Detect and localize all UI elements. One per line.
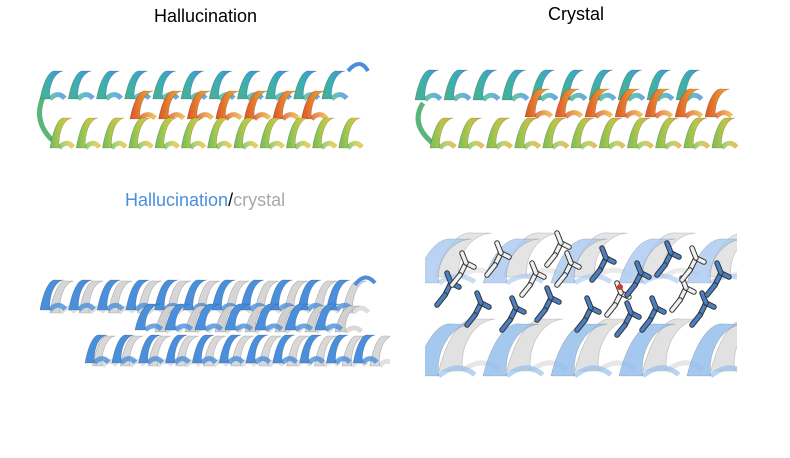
side-chain [464, 290, 492, 328]
side-chain [679, 245, 707, 283]
sidechain-closeup [425, 225, 737, 385]
side-chain [614, 300, 642, 338]
helix-3 [429, 117, 739, 150]
helix-2 [524, 88, 734, 119]
side-chain [704, 260, 732, 298]
side-chain [554, 250, 582, 288]
side-chain [449, 250, 477, 288]
hallucination-helix-3 [84, 334, 379, 365]
overlay-title: Hallucination/crystal [125, 190, 285, 211]
side-chain [534, 285, 562, 323]
side-chain [589, 245, 617, 283]
oxygen-atom [617, 284, 623, 290]
side-chain [499, 295, 527, 333]
side-chain [689, 290, 717, 328]
side-chain [544, 230, 572, 268]
side-chain [639, 295, 667, 333]
crystal-title: Crystal [548, 4, 605, 24]
helix-2 [129, 90, 329, 121]
crystal-structure [405, 45, 750, 160]
side-chains [434, 230, 732, 338]
hallucination-title: Hallucination [154, 6, 258, 26]
closeup-helix-bottom-blue [425, 323, 737, 378]
side-chain [574, 295, 602, 333]
hallucination-helix-2 [134, 303, 344, 332]
side-chain [484, 240, 512, 278]
side-chain [654, 240, 682, 278]
helix-1 [39, 70, 349, 101]
overlay-title-hallucination: Hallucination [125, 190, 229, 210]
overlay-structure [30, 255, 390, 385]
hallucination-structure [30, 45, 370, 165]
side-chain [624, 260, 652, 298]
helix-3 [49, 117, 364, 150]
overlay-title-separator: / [228, 190, 234, 210]
overlay-title-crystal: crystal [233, 190, 286, 210]
side-chain [519, 260, 547, 298]
